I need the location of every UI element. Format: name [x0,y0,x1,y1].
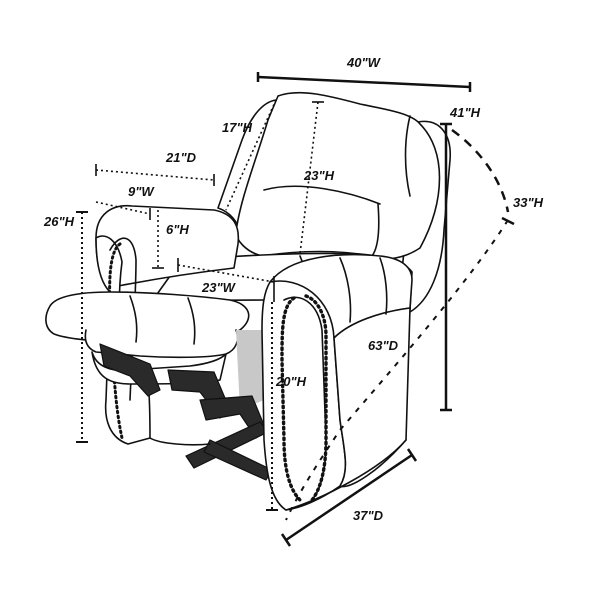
label-depth-overall: 37"D [353,508,384,523]
label-height-reclined: 33"H [513,195,544,210]
dim-tick [406,448,418,462]
dim-arc-height-reclined [451,128,510,213]
dim-line-width-overall [257,75,471,89]
right-arm-side [333,307,411,488]
back-cushion-seam-upper [263,185,381,257]
dim-line-arm-width [95,201,151,215]
label-height-overall: 41"H [449,105,481,120]
chair-base [149,437,407,511]
recline-mechanism [99,343,273,481]
recliner-illustration [45,91,451,511]
dimension-labels: 40"W 41"H 33"H 63"D 37"D 21"D 9"W 26"H 6… [43,55,544,523]
dim-tick [501,216,515,226]
right-arm-nailhead-trim-outer [304,294,328,502]
dim-line-arm-depth [95,169,215,181]
seat-shadow [236,330,264,410]
label-arm-depth: 21"D [165,150,197,165]
label-arm-top-height: 6"H [166,222,189,237]
label-seat-height: 20"H [275,374,307,389]
footrest-front [84,329,239,359]
right-arm-top-seams [339,257,388,323]
dim-line-back-inner-height [299,101,319,255]
footrest-seams [129,295,196,345]
back-cushion-seam-top [404,115,411,197]
label-back-height: 17"H [222,120,253,135]
left-arm-nailhead-trim [108,242,124,440]
label-seat-width: 23"W [201,280,237,295]
label-back-inner-height: 23"H [303,168,335,183]
label-arm-width: 9"W [128,184,155,199]
right-arm-nailhead-trim [280,296,302,502]
dim-line-depth-reclined [285,219,509,521]
label-width-overall: 40"W [346,55,382,70]
dim-tick [280,533,292,547]
dim-line-depth-overall [285,453,413,542]
dim-line-seat-width [177,264,275,283]
dimension-lines [76,72,515,547]
dim-line-back-height [225,99,277,211]
label-depth-reclined: 63"D [368,338,399,353]
label-arm-height: 26"H [43,214,75,229]
